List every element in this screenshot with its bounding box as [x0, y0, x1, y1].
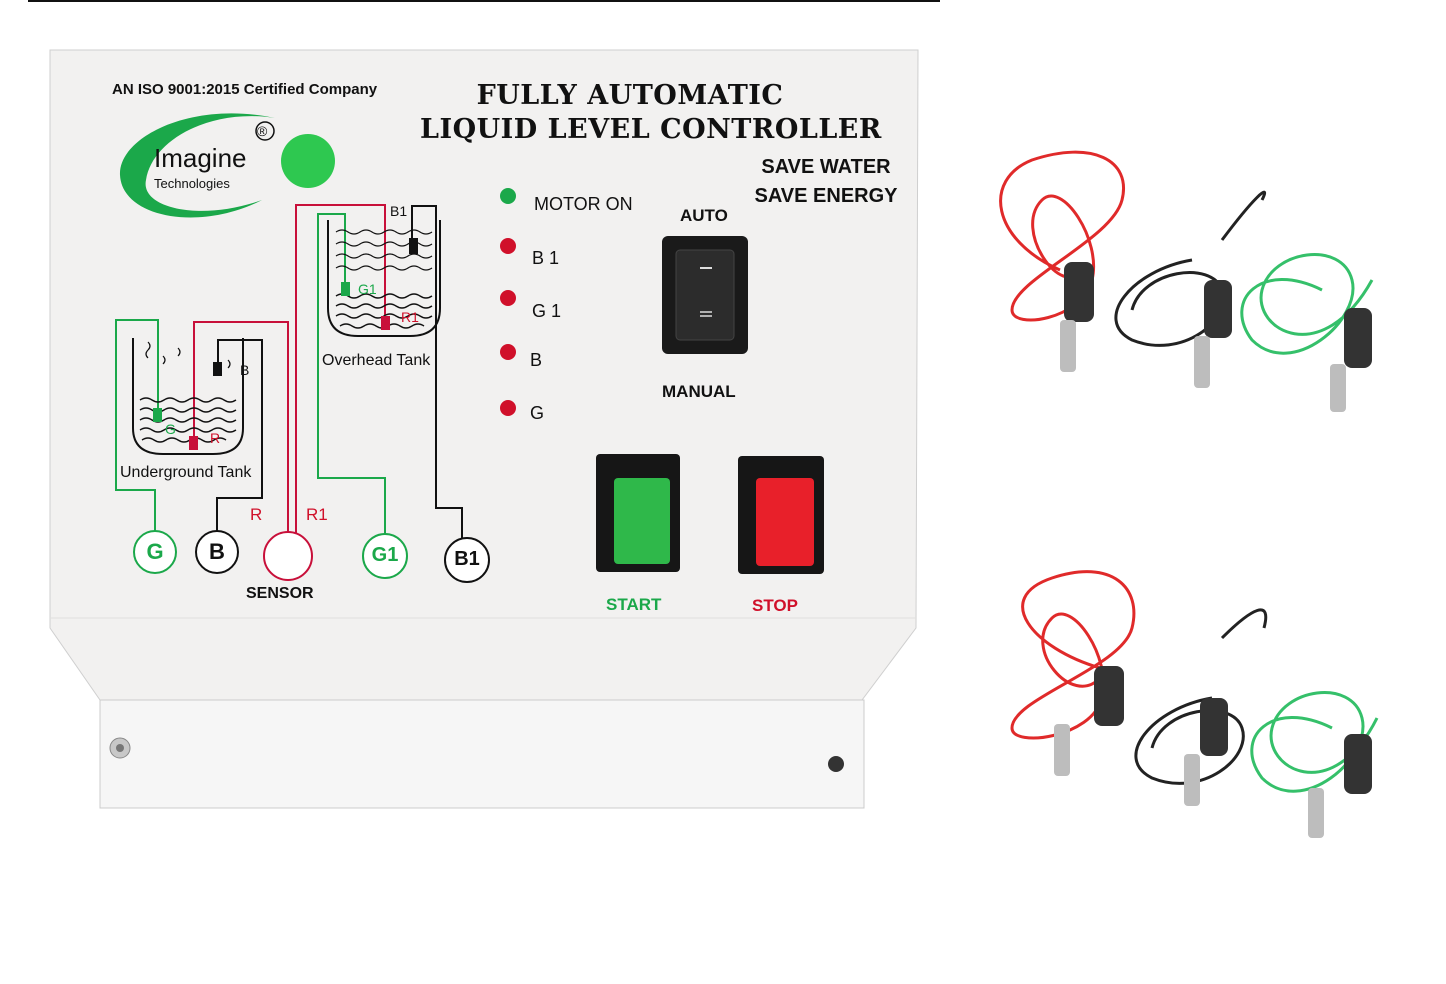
title-line-1: FULLY AUTOMATIC: [476, 80, 784, 111]
sensor-label: SENSOR: [246, 585, 314, 602]
indicator-label-b1: B 1: [532, 248, 560, 268]
indicator-leds: [500, 188, 516, 416]
wire-label-r: R: [250, 505, 263, 524]
probe-label-r: R: [210, 430, 221, 446]
probe-label-b1: B1: [390, 203, 408, 219]
terminal-label-g: G: [146, 539, 164, 564]
probe-label-g1: G1: [358, 281, 377, 297]
top-border-line: [28, 0, 940, 2]
brand-name: Imagine: [154, 143, 247, 173]
terminal-sensor: [263, 531, 313, 581]
wire-label-r1: R1: [306, 505, 328, 524]
indicator-label-g1: G 1: [532, 301, 562, 321]
overhead-tank: [327, 220, 441, 337]
slogan-line-2: SAVE ENERGY: [754, 185, 898, 207]
terminal-g1: [362, 533, 408, 579]
screw-right: [828, 756, 844, 772]
start-label: START: [606, 595, 662, 614]
terminal-label-g1: G1: [371, 544, 399, 566]
terminal-label-b1: B1: [454, 548, 480, 570]
start-button-graphic: [596, 454, 680, 572]
brand-subtitle: Technologies: [154, 176, 230, 191]
controller-bottom-cover: [99, 699, 865, 809]
terminal-b1: [444, 537, 490, 583]
probe-label-r1: R1: [401, 309, 419, 325]
indicator-label-motor-on: MOTOR ON: [534, 194, 633, 214]
imagine-logo: [119, 113, 335, 218]
terminal-label-b: B: [209, 539, 225, 564]
certification-text: AN ISO 9001:2015 Certified Company: [112, 81, 378, 98]
stop-label: STOP: [752, 596, 798, 615]
stop-button-graphic: [738, 456, 824, 574]
mode-rocker-switch: [662, 236, 748, 354]
underground-tank-label: Underground Tank: [120, 464, 252, 481]
registered-mark: ®: [257, 123, 268, 139]
overhead-tank-label: Overhead Tank: [322, 352, 431, 369]
terminal-g: [133, 530, 177, 574]
sensor-probe-set-top: [972, 120, 1392, 416]
probe-label-g: G: [165, 421, 176, 437]
sensor-probe-set-bottom: [972, 548, 1392, 844]
title-line-2: LIQUID LEVEL CONTROLLER: [420, 114, 882, 145]
underground-tank: [132, 338, 244, 455]
manual-label: MANUAL: [662, 382, 736, 401]
probe-label-b: B: [240, 362, 250, 378]
auto-label: AUTO: [680, 206, 728, 225]
terminal-b: [195, 530, 239, 574]
indicator-label-b: B: [530, 350, 543, 370]
indicator-label-g: G: [530, 403, 545, 423]
slogan-line-1: SAVE WATER: [761, 156, 891, 178]
